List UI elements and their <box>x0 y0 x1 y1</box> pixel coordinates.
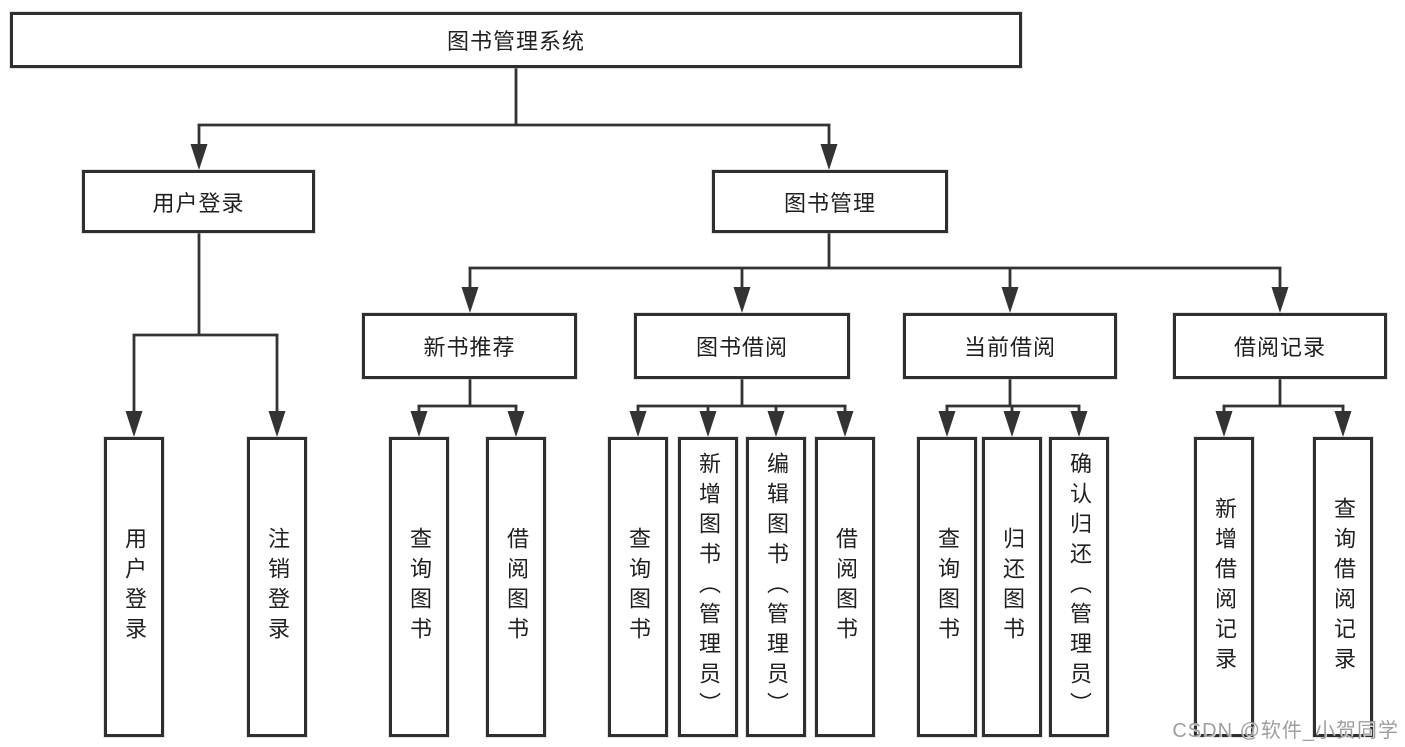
node-confirm-return-admin: 确认归还（管理员） <box>1049 437 1109 737</box>
node-label: 编辑图书（管理员） <box>764 452 789 722</box>
node-label: 借阅图书 <box>504 527 529 647</box>
node-user-login-action: 用户登录 <box>104 437 164 737</box>
node-new-book-recommendation: 新书推荐 <box>362 313 577 379</box>
node-label: 新增图书（管理员） <box>696 452 721 722</box>
node-library-management-system: 图书管理系统 <box>10 12 1022 68</box>
node-label: 新书推荐 <box>423 335 516 360</box>
node-label: 图书管理系统 <box>446 29 585 54</box>
node-add-books-admin: 新增图书（管理员） <box>678 437 738 737</box>
node-label: 新增借阅记录 <box>1212 497 1237 677</box>
node-label: 借阅图书 <box>833 527 858 647</box>
node-user-login: 用户登录 <box>82 170 315 233</box>
node-query-books-current: 查询图书 <box>917 437 977 737</box>
node-book-borrowing: 图书借阅 <box>634 313 850 379</box>
node-borrowing-records: 借阅记录 <box>1173 313 1387 379</box>
node-label: 查询借阅记录 <box>1331 497 1356 677</box>
node-borrow-books-borrowing: 借阅图书 <box>815 437 875 737</box>
node-label: 查询图书 <box>407 527 432 647</box>
node-query-books-recommend: 查询图书 <box>389 437 449 737</box>
node-current-borrowing: 当前借阅 <box>903 313 1117 379</box>
node-label: 查询图书 <box>626 527 651 647</box>
node-label: 图书管理 <box>783 190 876 216</box>
node-borrow-books-recommend: 借阅图书 <box>486 437 546 737</box>
node-label: 归还图书 <box>1000 527 1025 647</box>
node-label: 注销登录 <box>265 527 290 647</box>
node-label: 用户登录 <box>152 190 245 216</box>
node-logout-action: 注销登录 <box>247 437 307 737</box>
node-book-management: 图书管理 <box>712 170 948 233</box>
node-query-borrow-record: 查询借阅记录 <box>1313 437 1373 737</box>
csdn-watermark: CSDN @软件_小贺同学 <box>1172 720 1399 742</box>
node-add-borrow-record: 新增借阅记录 <box>1194 437 1254 737</box>
node-label: 借阅记录 <box>1233 335 1326 360</box>
node-label: 图书借阅 <box>695 335 788 360</box>
node-edit-books-admin: 编辑图书（管理员） <box>746 437 806 737</box>
node-label: 当前借阅 <box>963 335 1056 360</box>
node-label: 查询图书 <box>935 527 960 647</box>
node-return-books: 归还图书 <box>982 437 1042 737</box>
node-label: 用户登录 <box>122 527 147 647</box>
node-query-books-borrowing: 查询图书 <box>608 437 668 737</box>
node-label: 确认归还（管理员） <box>1067 452 1092 722</box>
